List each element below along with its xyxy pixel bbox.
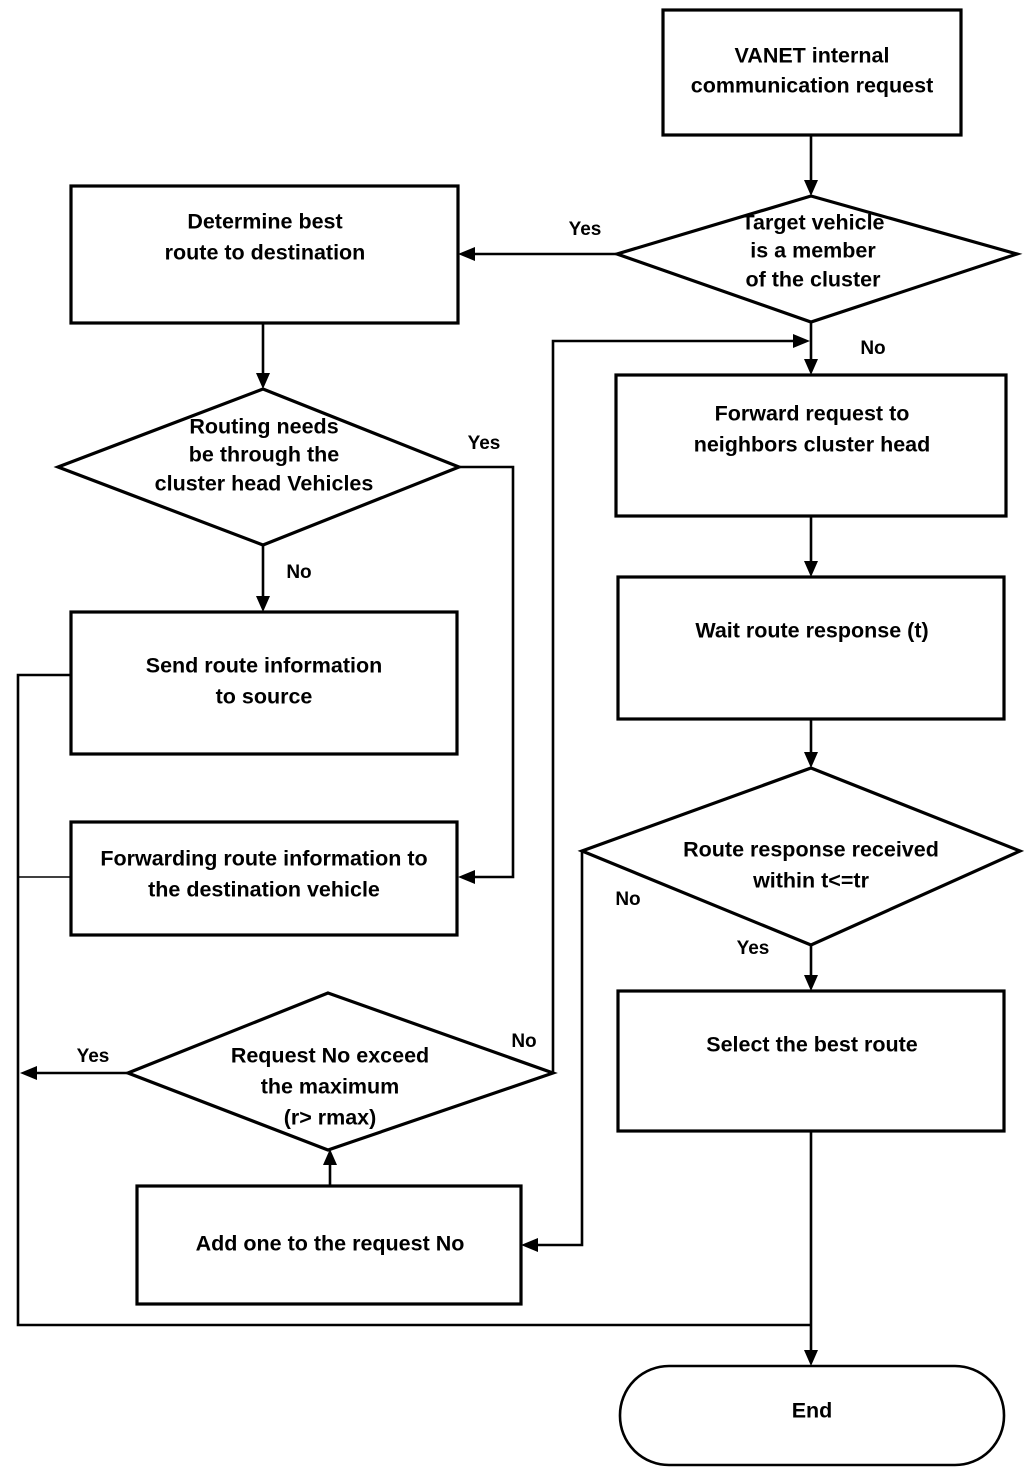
edge-label-request-no: No <box>511 1031 536 1052</box>
edge-route-response-no-to-add-one <box>521 851 584 1252</box>
edge-label-target-no: No <box>860 338 885 359</box>
node-request-line-0: Request No exceed <box>231 1044 429 1068</box>
node-start-line-0: VANET internal <box>735 44 890 68</box>
edge-label-routeresp-yes: Yes <box>737 938 770 959</box>
node-routing-through-ch-decision[interactable]: Routing needs be through the cluster hea… <box>53 387 464 547</box>
node-forwarding-route-info[interactable]: Forwarding route information to the dest… <box>69 820 459 937</box>
edge-select-to-end <box>804 1131 818 1366</box>
edge-wait-to-route-decision <box>804 719 818 768</box>
node-forwarding-line-1: the destination vehicle <box>148 878 380 902</box>
node-forward-request-neighbors[interactable]: Forward request to neighbors cluster hea… <box>614 373 1008 518</box>
node-request-line-1: the maximum <box>261 1075 400 1099</box>
edge-route-response-yes-to-select <box>804 945 818 991</box>
edge-add-one-to-request-decision <box>323 1149 337 1186</box>
node-routeresp-line-1: within t<=tr <box>752 869 870 893</box>
node-select-best-route[interactable]: Select the best route <box>616 989 1006 1133</box>
node-routeresp-line-0: Route response received <box>683 838 939 862</box>
node-send-line-1: to source <box>216 685 313 709</box>
edge-request-yes-to-left-trunk <box>20 1066 140 1080</box>
node-request-no-exceed-decision[interactable]: Request No exceed the maximum (r> rmax) <box>123 991 558 1152</box>
edge-determine-to-routing-decision <box>256 323 270 389</box>
edge-routing-no-to-send-route <box>256 545 270 612</box>
edge-label-routing-no: No <box>286 562 311 583</box>
node-route-response-received-decision[interactable]: Route response received within t<=tr <box>577 766 1024 947</box>
node-determine-line-1: route to destination <box>165 241 366 265</box>
node-forwardreq-line-0: Forward request to <box>715 402 910 426</box>
edge-label-routing-yes: Yes <box>468 433 501 454</box>
node-wait-line-0: Wait route response (t) <box>695 619 928 643</box>
node-determine-best-route[interactable]: Determine best route to destination <box>69 184 460 325</box>
node-forwarding-line-0: Forwarding route information to <box>100 847 427 871</box>
node-routing-line-1: be through the <box>189 443 340 467</box>
edge-send-route-to-left-trunk <box>16 673 811 1327</box>
node-start[interactable]: VANET internal communication request <box>661 8 963 137</box>
edge-start-to-target-decision <box>804 135 818 196</box>
node-forwardreq-line-1: neighbors cluster head <box>694 433 931 457</box>
node-wait-route-response[interactable]: Wait route response (t) <box>616 575 1006 721</box>
node-target-line-1: is a member <box>750 239 876 263</box>
node-start-line-1: communication request <box>691 74 934 98</box>
edge-forward-to-wait <box>804 516 818 577</box>
node-target-line-2: of the cluster <box>746 268 882 292</box>
node-routing-line-2: cluster head Vehicles <box>155 472 374 496</box>
edge-label-request-yes: Yes <box>77 1046 110 1067</box>
edge-target-no-to-forward-request <box>804 322 818 375</box>
node-request-line-2: (r> rmax) <box>284 1106 377 1130</box>
node-send-route-info[interactable]: Send route information to source <box>69 610 459 756</box>
node-select-line-0: Select the best route <box>706 1033 918 1057</box>
node-determine-line-0: Determine best <box>187 210 342 234</box>
node-routing-line-0: Routing needs <box>189 415 338 439</box>
node-send-line-0: Send route information <box>146 654 383 678</box>
node-target-member-decision[interactable]: Target vehicle is a member of the cluste… <box>611 194 1023 324</box>
node-addone-line-0: Add one to the request No <box>196 1232 465 1256</box>
node-end-line-0: End <box>792 1399 833 1423</box>
node-add-one-request-no[interactable]: Add one to the request No <box>135 1184 523 1306</box>
edge-routing-yes-to-forwarding <box>458 465 515 884</box>
node-target-line-0: Target vehicle <box>742 211 885 235</box>
node-end[interactable]: End <box>618 1364 1006 1467</box>
edge-request-no-to-target-no-path <box>551 334 810 1073</box>
edge-label-routeresp-no: No <box>615 889 640 910</box>
edge-target-yes-to-determine <box>458 247 617 261</box>
edge-label-target-yes: Yes <box>569 219 602 240</box>
